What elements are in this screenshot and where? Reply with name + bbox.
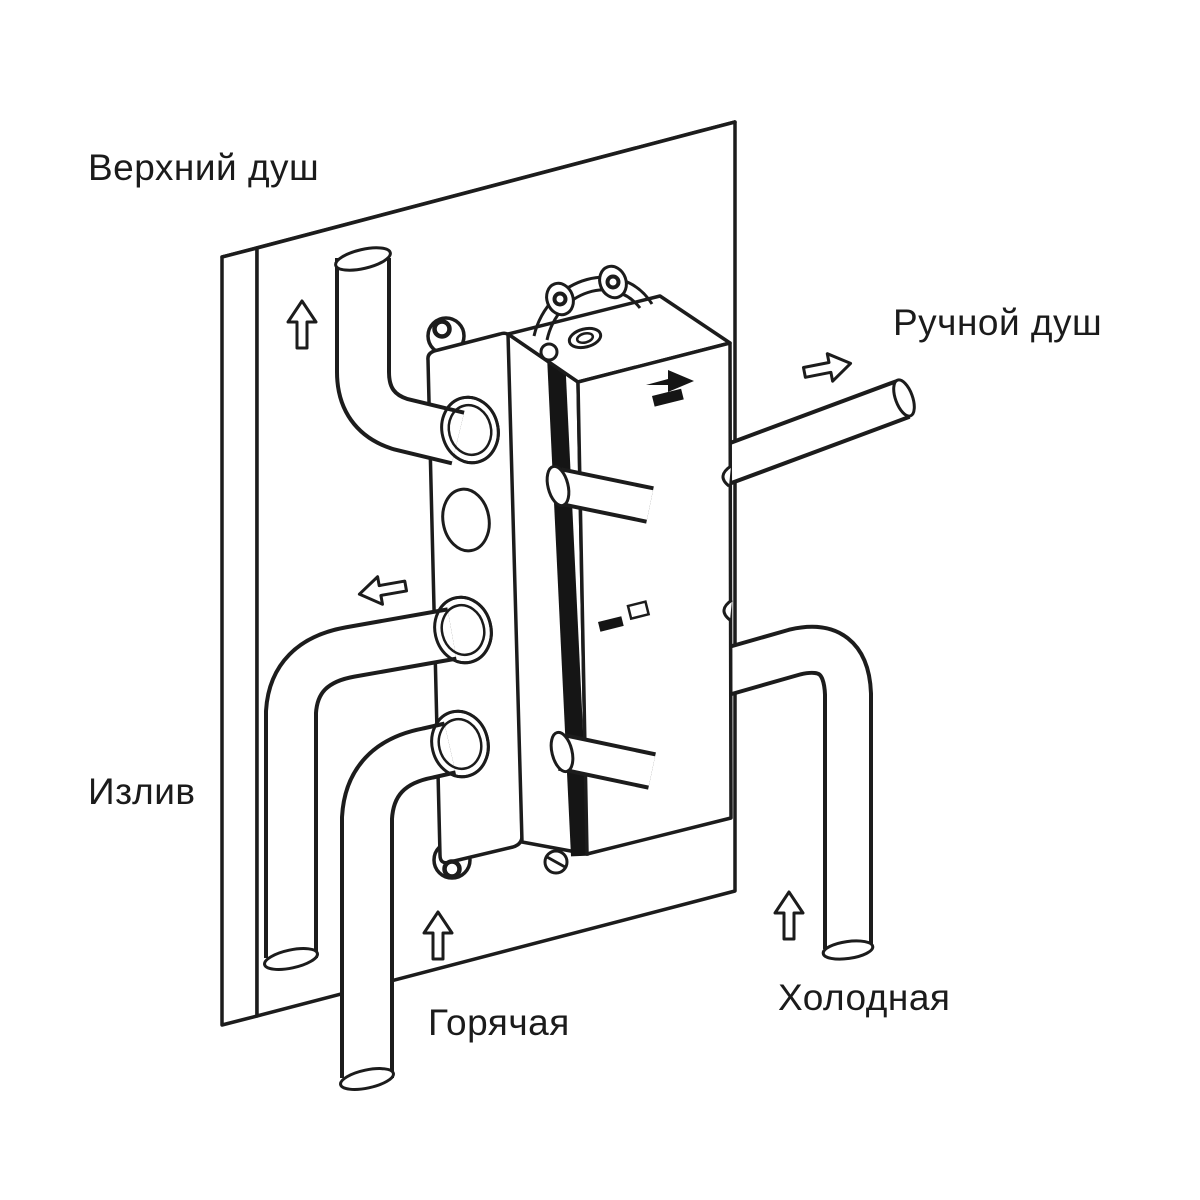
top-shower-pipe-end xyxy=(334,246,392,272)
clip-mid-white xyxy=(626,600,651,621)
screw-bottom-slot xyxy=(546,855,566,869)
port-oval-knockout xyxy=(441,487,491,553)
label-hand-shower: Ручной душ xyxy=(893,302,1103,343)
clip-top xyxy=(651,388,684,407)
flow-arrows xyxy=(286,299,853,961)
ear-hole-bottom-icon xyxy=(442,859,462,879)
pipe-top-shower xyxy=(335,258,465,466)
label-top-shower: Верхний душ xyxy=(88,147,320,188)
edge-notch-lower xyxy=(722,598,733,622)
hot-pipe-end xyxy=(339,1067,395,1091)
flow-arrow-up-hot-icon xyxy=(422,910,454,961)
flow-arrow-left-spout-icon xyxy=(357,575,409,606)
valve-connector-bosses xyxy=(545,464,656,790)
clip-mid-black xyxy=(598,616,624,632)
mount-tab-right-hole-icon xyxy=(605,274,621,290)
edge-notch-upper xyxy=(721,464,732,488)
pipe-hand-shower xyxy=(704,378,916,490)
top-outlet-fitting xyxy=(567,326,603,350)
valve-body-details xyxy=(532,264,694,875)
cold-pipe-end xyxy=(821,939,875,961)
hand-shower-pipe-end xyxy=(892,378,916,418)
mount-tab-left-hole-icon xyxy=(552,291,568,307)
pipe-spout xyxy=(264,607,457,958)
valve-back-plate xyxy=(426,316,524,880)
ear-hole-top-icon xyxy=(432,319,452,339)
label-hot: Горячая xyxy=(428,1002,570,1043)
flow-direction-mark-icon xyxy=(646,370,694,392)
boss-top-end xyxy=(545,464,571,508)
pipe-hot-inlet xyxy=(340,721,456,1078)
port-rings xyxy=(430,395,500,779)
mount-tab-left xyxy=(545,281,575,317)
pipe-cold-inlet xyxy=(711,624,875,961)
pipe-end-caps xyxy=(263,246,395,1091)
boss-bottom-end xyxy=(549,730,575,774)
mount-strap-outer xyxy=(532,275,654,337)
flow-arrow-up-top-shower-icon xyxy=(286,299,318,350)
flow-arrow-right-hand-shower-icon xyxy=(801,352,853,383)
mount-tab-right xyxy=(598,264,628,300)
spout-pipe-end xyxy=(263,947,319,971)
label-spout: Излив xyxy=(88,771,196,812)
valve-body-front-face xyxy=(576,341,733,856)
wall-panel-side-face xyxy=(220,246,259,1027)
label-cold: Холодная xyxy=(778,977,951,1018)
valve-body xyxy=(506,294,733,857)
screw-top-icon xyxy=(539,342,559,362)
top-outlet-fitting-inner xyxy=(575,331,595,345)
mount-strap-inner xyxy=(545,288,642,341)
flow-arrow-up-cold-icon xyxy=(773,890,805,941)
